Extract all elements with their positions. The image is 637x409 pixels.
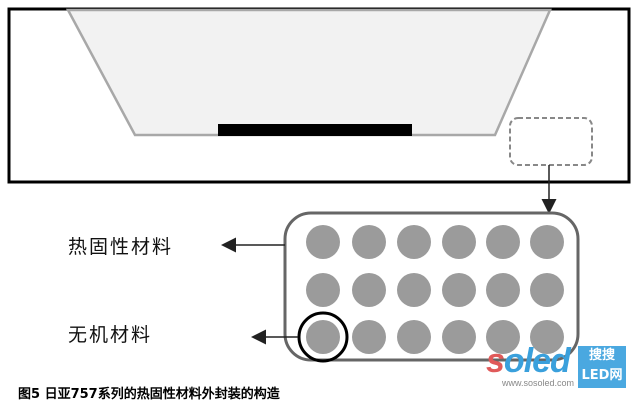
particle xyxy=(306,320,340,354)
particle xyxy=(397,225,431,259)
inorganic-label: 无机材料 xyxy=(68,324,153,346)
watermark-logo: soled xyxy=(486,342,571,380)
particle xyxy=(397,273,431,307)
highlight-ring xyxy=(297,311,349,363)
particle xyxy=(442,225,476,259)
particle xyxy=(352,273,386,307)
particle xyxy=(442,320,476,354)
particle xyxy=(306,225,340,259)
particle xyxy=(352,320,386,354)
particle xyxy=(352,225,386,259)
particle xyxy=(306,273,340,307)
thermoset-label: 热固性材料 xyxy=(68,236,174,258)
particle xyxy=(486,273,520,307)
particle xyxy=(442,273,476,307)
particle xyxy=(530,225,564,259)
watermark-url: www.sosoled.com xyxy=(502,378,575,388)
particle xyxy=(397,320,431,354)
inorganic-particles xyxy=(306,225,564,354)
particle xyxy=(530,273,564,307)
figure-caption: 图5 日亚757系列的热固性材料外封装的构造 xyxy=(18,387,280,402)
watermark: soled www.sosoled.com 搜搜 LED网 xyxy=(486,342,632,390)
zoom-region-marker xyxy=(509,117,593,166)
badge-bottom: LED网 xyxy=(581,368,623,383)
led-chip xyxy=(218,124,412,136)
watermark-badge: 搜搜 LED网 xyxy=(578,346,626,388)
particle xyxy=(486,225,520,259)
particle xyxy=(530,320,564,354)
particle xyxy=(486,320,520,354)
reflector-cavity xyxy=(65,8,552,137)
badge-top: 搜搜 xyxy=(588,348,615,363)
